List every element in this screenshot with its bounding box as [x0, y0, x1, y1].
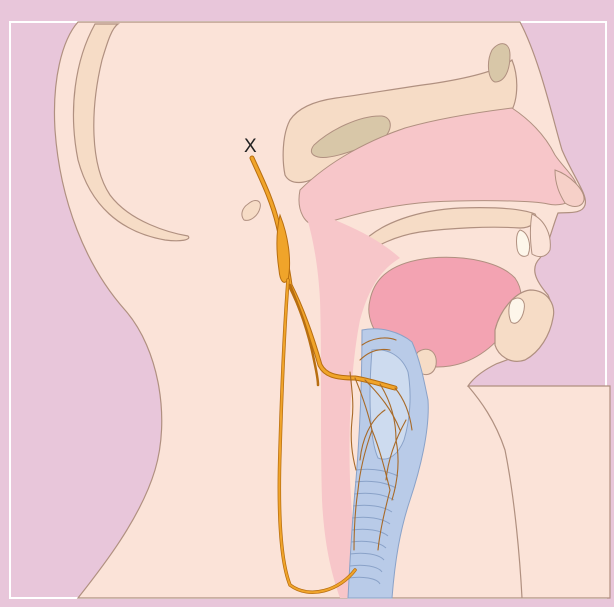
nerve-label: X	[244, 136, 257, 157]
